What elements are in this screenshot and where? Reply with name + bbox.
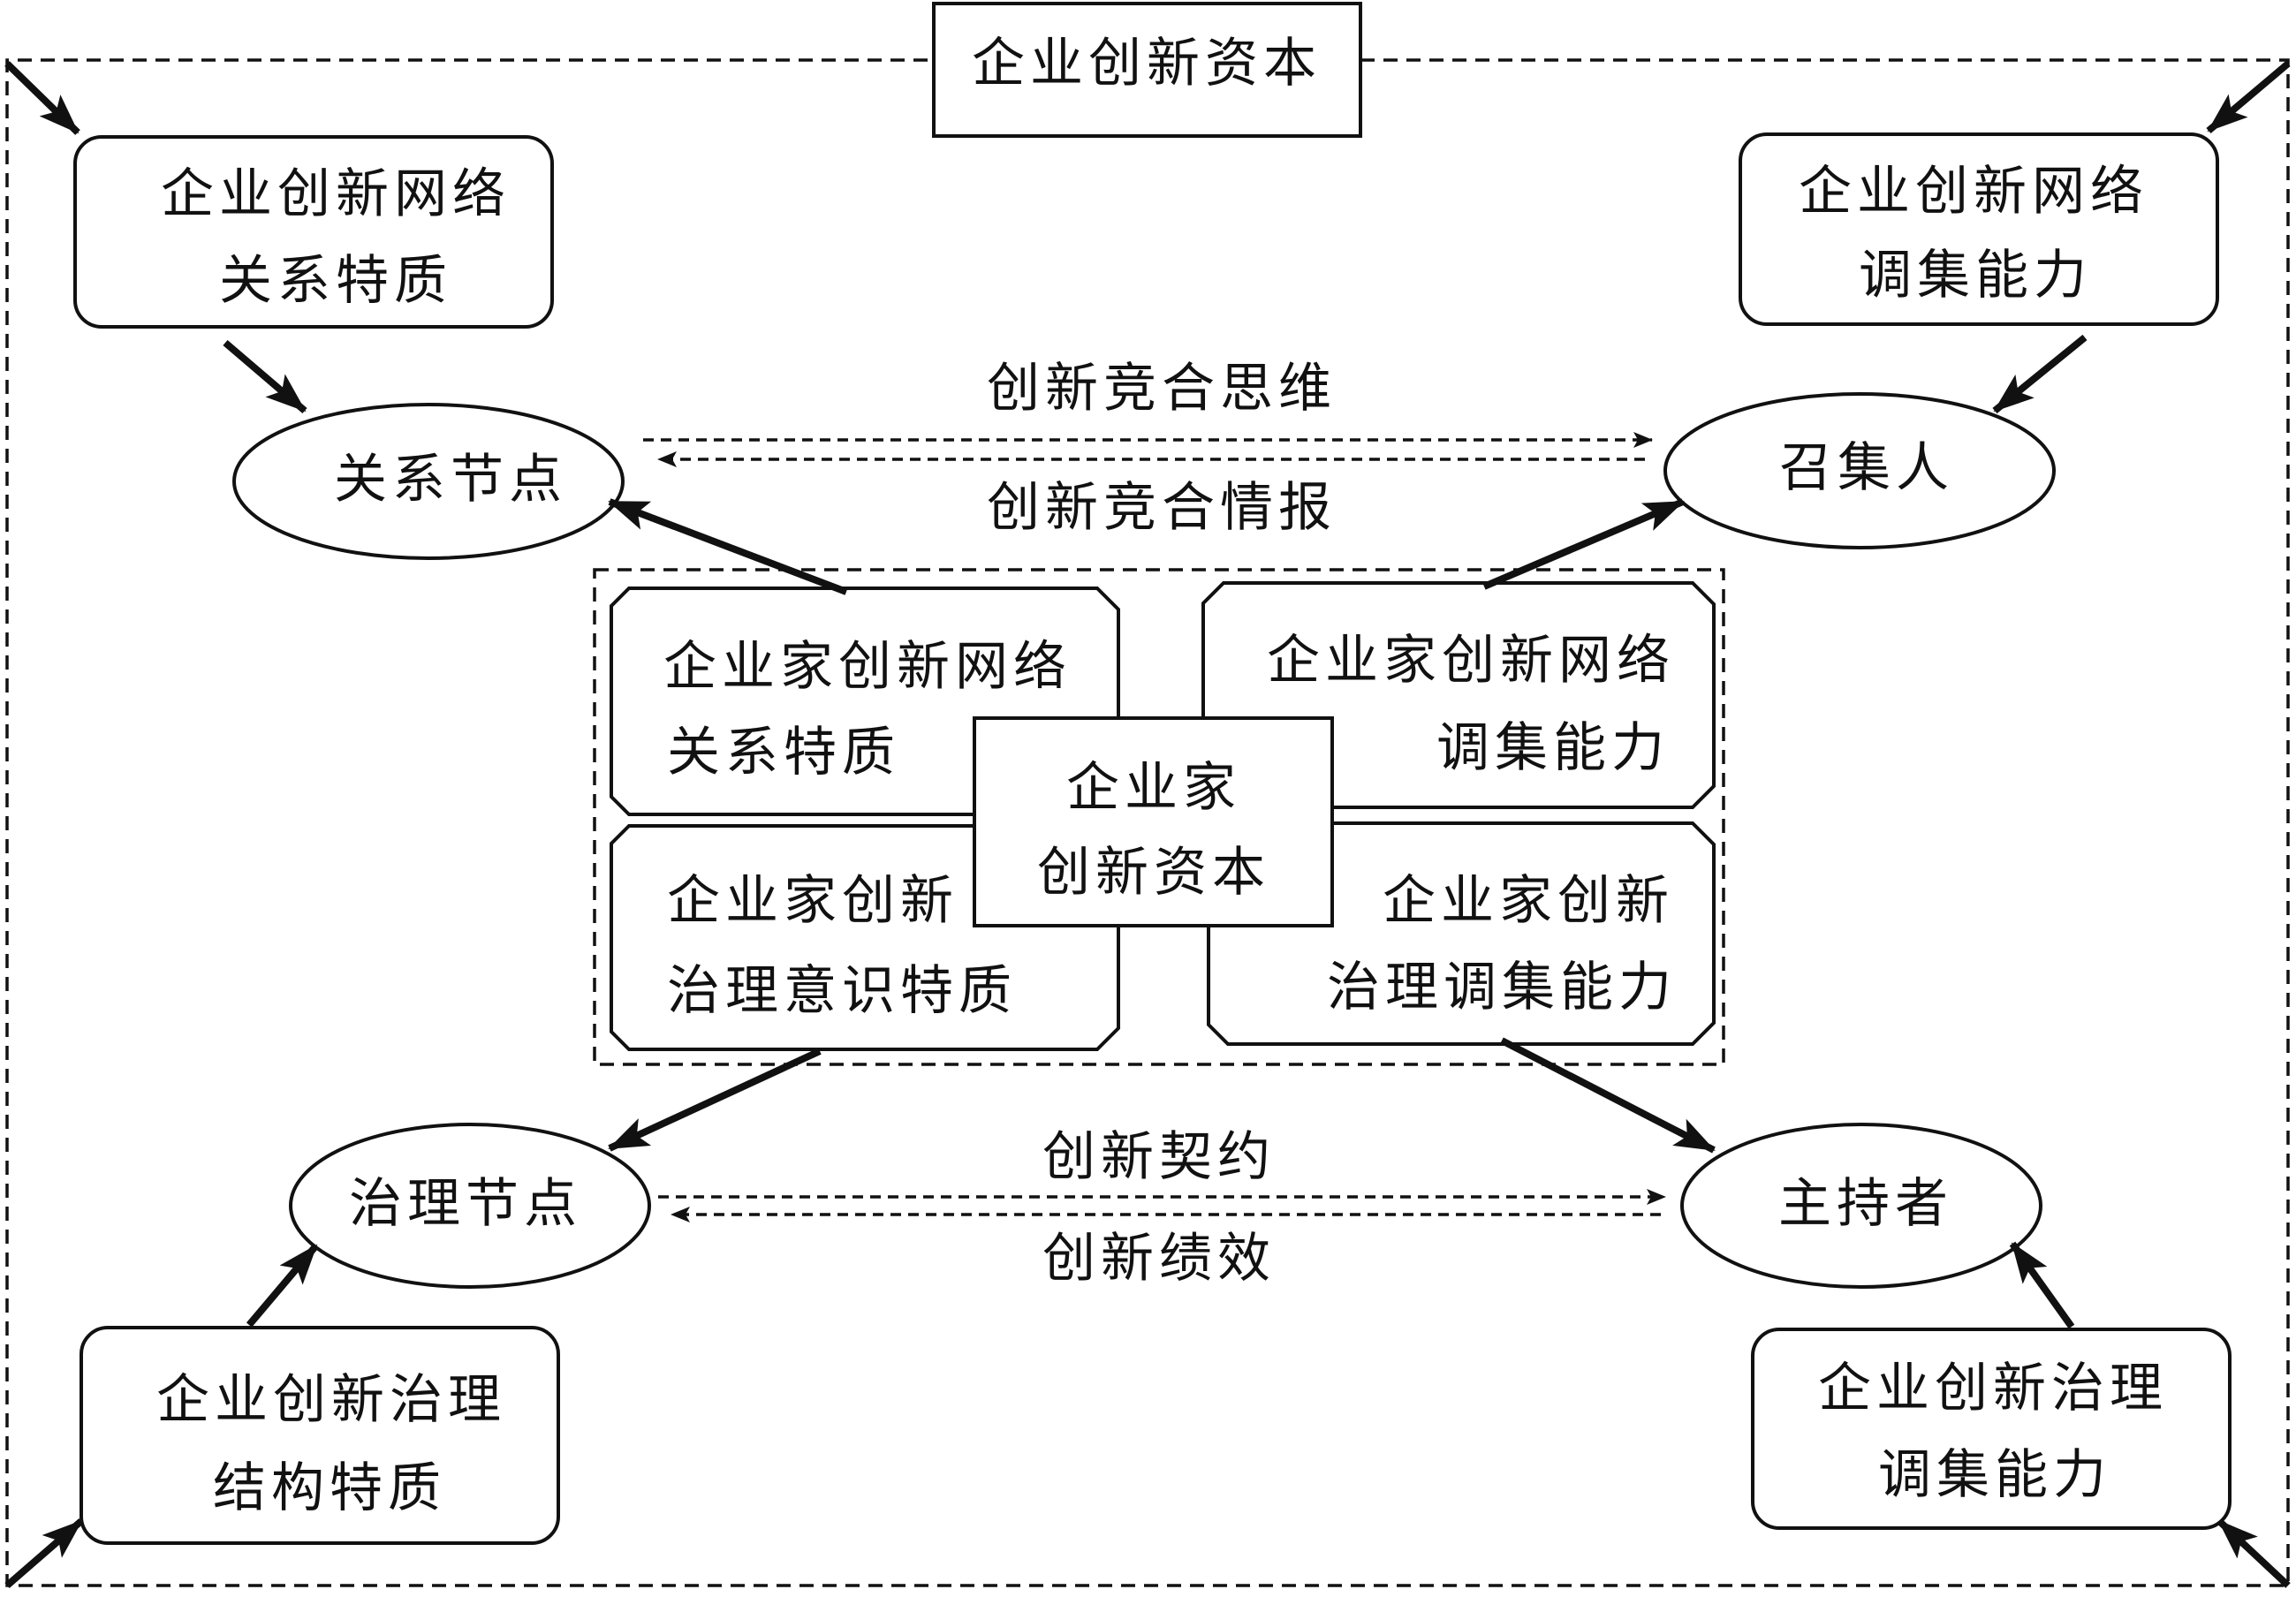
node-relation: 关系节点 xyxy=(232,403,625,560)
top-right-box-line2: 调集能力 xyxy=(1859,245,2092,307)
node-host-label: 主持者 xyxy=(1778,1173,1953,1235)
inner-br-line1: 企业家创新 xyxy=(1383,870,1674,932)
top-link-upper-label: 创新竞合思维 xyxy=(987,358,1337,420)
outer-title-box: 企业创新资本 xyxy=(932,2,1362,138)
inner-tr-line1: 企业家创新网络 xyxy=(1267,630,1675,692)
arrow-inner-tr-to-convener xyxy=(1482,498,1685,590)
inner-tr-line2: 调集能力 xyxy=(1436,717,1670,779)
inner-frame xyxy=(593,568,1725,1066)
corner-arrow-bottom-left xyxy=(4,1518,84,1589)
bottom-right-box-line1: 企业创新治理 xyxy=(1818,1358,2168,1419)
top-right-box: 企业创新网络 调集能力 xyxy=(1739,132,2219,326)
inner-tl-line2: 关系特质 xyxy=(667,722,900,783)
arrow-inner-bl-to-governance xyxy=(608,1048,822,1152)
node-convener: 召集人 xyxy=(1663,392,2056,549)
center-line2: 创新资本 xyxy=(1037,842,1270,904)
top-link-lower-label: 创新竞合情报 xyxy=(987,477,1337,539)
corner-arrow-bottom-right xyxy=(2216,1518,2291,1588)
corner-arrow-top-left xyxy=(4,61,80,135)
node-governance-label: 治理节点 xyxy=(349,1173,582,1235)
bottom-right-box: 企业创新治理 调集能力 xyxy=(1751,1328,2232,1530)
top-left-box: 企业创新网络 关系特质 xyxy=(73,135,554,329)
top-left-box-line2: 关系特质 xyxy=(219,250,452,312)
corner-arrow-top-right xyxy=(2206,60,2291,134)
bottom-right-box-line2: 调集能力 xyxy=(1878,1444,2111,1506)
arrow-inner-br-to-host xyxy=(1500,1037,1716,1154)
center-line1: 企业家 xyxy=(1066,757,1241,819)
inner-box-bottom-right: 企业家创新 治理调集能力 xyxy=(1207,821,1716,1046)
arrow-inner-tl-to-relation xyxy=(608,498,848,595)
outer-title: 企业创新资本 xyxy=(972,33,1322,95)
bottom-left-box-line2: 结构特质 xyxy=(213,1457,446,1519)
arrow-tl-box-to-relation xyxy=(223,339,307,414)
node-host: 主持者 xyxy=(1680,1123,2042,1289)
inner-tl-line1: 企业家创新网络 xyxy=(663,636,1072,698)
node-governance: 治理节点 xyxy=(289,1123,651,1289)
bottom-left-box: 企业创新治理 结构特质 xyxy=(80,1326,560,1545)
inner-bl-line2: 治理意识特质 xyxy=(667,960,1017,1022)
node-convener-label: 召集人 xyxy=(1779,437,1954,499)
bottom-link-upper-label: 创新契约 xyxy=(1042,1126,1276,1188)
arrow-br-box-to-host xyxy=(2009,1241,2075,1329)
arrow-tr-box-to-convener xyxy=(1992,334,2088,414)
top-left-box-line1: 企业创新网络 xyxy=(161,163,511,225)
top-right-box-line1: 企业创新网络 xyxy=(1799,161,2148,223)
inner-box-top-right: 企业家创新网络 调集能力 xyxy=(1201,581,1716,809)
inner-bl-line1: 企业家创新 xyxy=(667,870,959,932)
inner-br-line2: 治理调集能力 xyxy=(1327,957,1677,1018)
bottom-left-box-line1: 企业创新治理 xyxy=(156,1369,506,1431)
center-box: 企业家 创新资本 xyxy=(973,716,1334,927)
node-relation-label: 关系节点 xyxy=(334,449,567,511)
arrow-bl-box-to-governance xyxy=(246,1243,320,1328)
bottom-link-lower-label: 创新绩效 xyxy=(1042,1228,1276,1290)
